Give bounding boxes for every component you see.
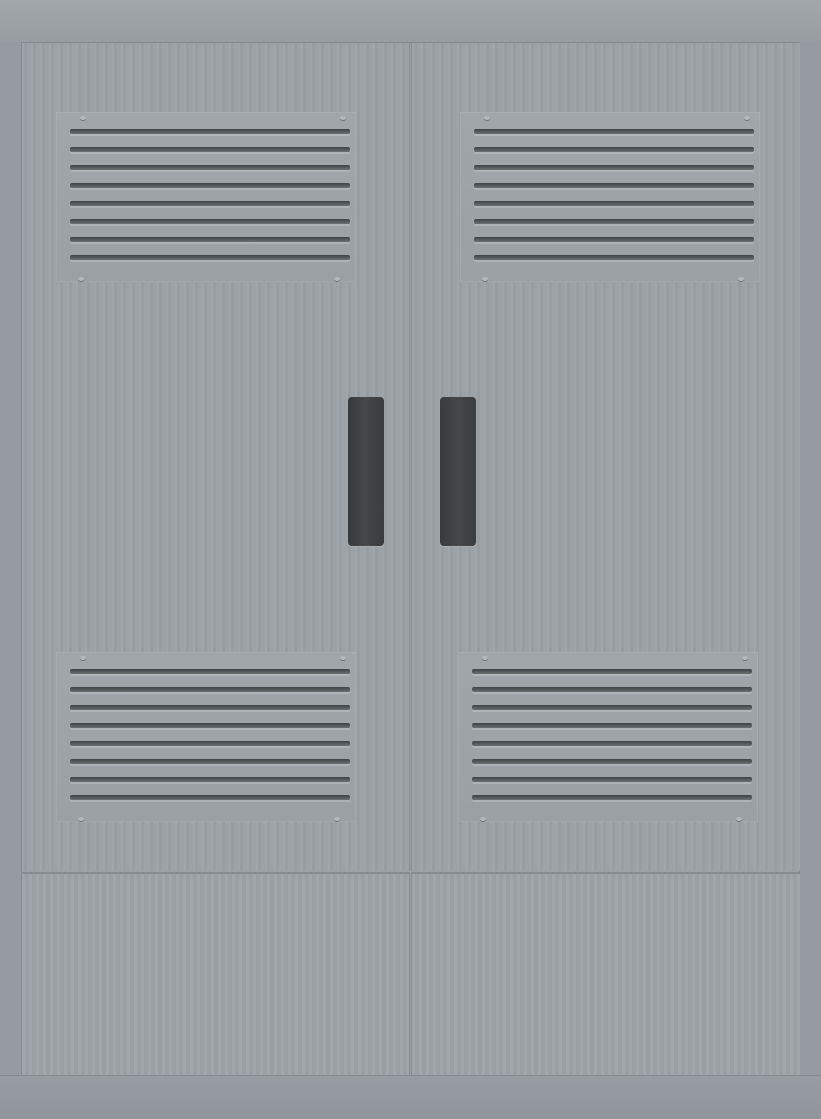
louvre-slat xyxy=(472,741,752,746)
top-rail xyxy=(0,0,821,43)
louvre-slat xyxy=(472,723,752,728)
left-base-panel xyxy=(22,872,410,1076)
screw-icon xyxy=(738,277,744,281)
louvre-slat xyxy=(472,759,752,764)
louvre-slat xyxy=(70,237,350,242)
screw-icon xyxy=(482,656,488,660)
louvre-slat xyxy=(472,669,752,674)
bottom-rail xyxy=(0,1075,821,1119)
screw-icon xyxy=(480,817,486,821)
louvre-slat xyxy=(70,687,350,692)
louvre-slat xyxy=(474,147,754,152)
screw-icon xyxy=(340,656,346,660)
screw-icon xyxy=(78,277,84,281)
right-stile xyxy=(799,42,821,1075)
louvre-slat xyxy=(70,165,350,170)
louvre-slat xyxy=(70,255,350,260)
screw-icon xyxy=(484,116,490,120)
louvre-slat xyxy=(474,129,754,134)
louvre-slat xyxy=(70,147,350,152)
louvre-slat xyxy=(70,201,350,206)
louvre-slat xyxy=(474,183,754,188)
louvre-slat xyxy=(70,183,350,188)
screw-icon xyxy=(744,116,750,120)
louvre-slat xyxy=(474,255,754,260)
left-lower-louvre xyxy=(56,652,356,822)
screw-icon xyxy=(80,116,86,120)
louvre-slat xyxy=(70,795,350,800)
right-door-handle[interactable] xyxy=(440,397,476,546)
screw-icon xyxy=(340,116,346,120)
louvre-slat xyxy=(70,705,350,710)
left-door-handle[interactable] xyxy=(348,397,384,546)
screw-icon xyxy=(80,656,86,660)
screw-icon xyxy=(334,277,340,281)
louvre-slat xyxy=(472,795,752,800)
screw-icon xyxy=(334,817,340,821)
louvre-slat xyxy=(70,669,350,674)
louvre-slat xyxy=(70,741,350,746)
screw-icon xyxy=(482,277,488,281)
right-base-panel xyxy=(411,872,800,1076)
screw-icon xyxy=(78,817,84,821)
screw-icon xyxy=(742,656,748,660)
screw-icon xyxy=(736,817,742,821)
louvre-slat xyxy=(472,687,752,692)
louvre-slat xyxy=(472,705,752,710)
louvre-slat xyxy=(70,219,350,224)
right-upper-louvre xyxy=(460,112,760,282)
right-lower-louvre xyxy=(458,652,758,822)
louvre-slat xyxy=(474,201,754,206)
left-stile xyxy=(0,42,22,1075)
louvre-slat xyxy=(472,777,752,782)
louvre-slat xyxy=(70,759,350,764)
louvre-slat xyxy=(474,219,754,224)
louvre-slat xyxy=(70,723,350,728)
louvre-slat xyxy=(70,129,350,134)
louvre-slat xyxy=(70,777,350,782)
louvre-slat xyxy=(474,237,754,242)
louvre-slat xyxy=(474,165,754,170)
left-upper-louvre xyxy=(56,112,356,282)
